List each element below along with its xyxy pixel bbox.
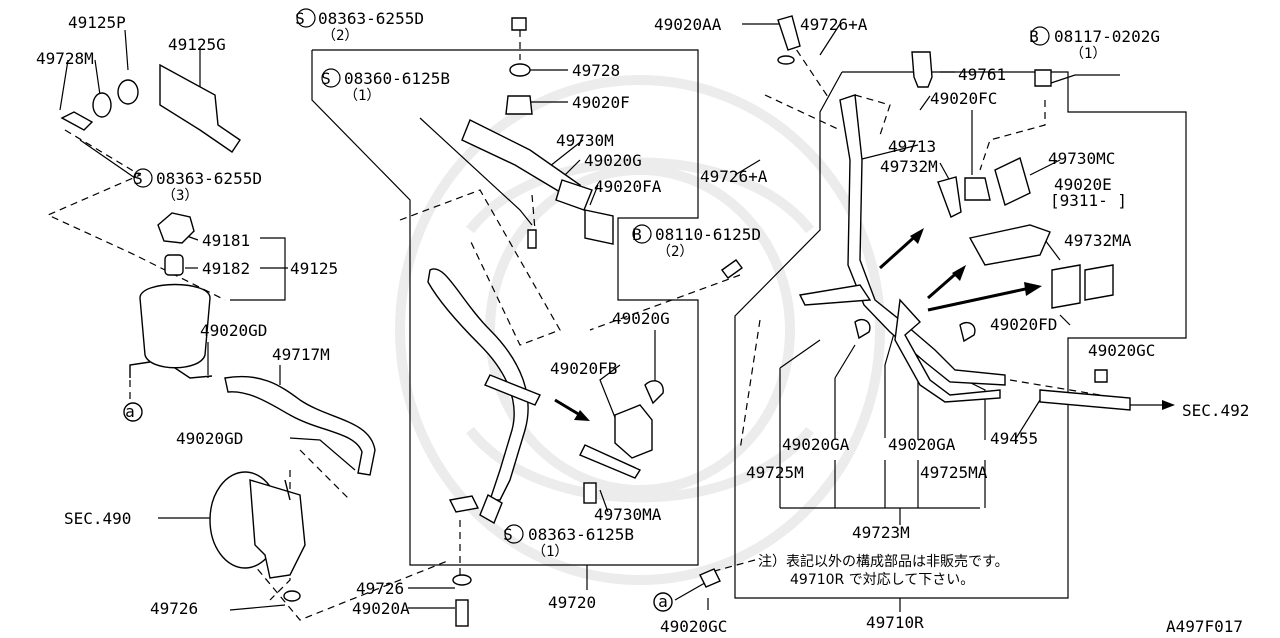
- symbol-s-6125b: S: [321, 69, 331, 88]
- note-line-2: 49710R で対応して下さい。: [790, 572, 974, 588]
- code-08363-6255D-top: 08363-6255D: [318, 9, 424, 28]
- frame-lines: [311, 49, 1187, 599]
- callout-a-left: a: [125, 402, 135, 421]
- label-49020G-b: 49020G: [612, 309, 670, 328]
- qty-6125b: （1）: [344, 88, 380, 104]
- code-08360-6125B: 08360-6125B: [344, 69, 450, 88]
- label-49020GA-b: 49020GA: [888, 435, 956, 454]
- label-49730MC: 49730MC: [1048, 149, 1115, 168]
- dashed-leaders: [46, 30, 1101, 621]
- label-49713: 49713: [888, 137, 936, 156]
- label-49726A-b: 49726+A: [700, 167, 768, 186]
- label-49020AA: 49020AA: [654, 15, 722, 34]
- label-sec492: SEC.492: [1182, 401, 1249, 420]
- label-49726-a: 49726: [150, 599, 198, 618]
- label-49020G-a: 49020G: [584, 151, 642, 170]
- label-49730MA: 49730MA: [594, 505, 662, 524]
- watermark-emblem: [395, 75, 885, 585]
- callout-a-right: a: [658, 592, 668, 611]
- symbol-b-0202g: B: [1029, 27, 1039, 46]
- label-49020F: 49020F: [572, 93, 630, 112]
- symbol-b-6125d: B: [632, 225, 642, 244]
- label-49020FB: 49020FB: [550, 359, 617, 378]
- label-49020A: 49020A: [352, 599, 410, 618]
- label-49710R: 49710R: [866, 613, 924, 632]
- qty-bottom: （1）: [532, 544, 568, 560]
- label-49728: 49728: [572, 61, 620, 80]
- label-49455: 49455: [990, 429, 1038, 448]
- symbol-s-top: S: [295, 9, 305, 28]
- label-49020FA: 49020FA: [594, 177, 662, 196]
- label-49726-b: 49726: [356, 579, 404, 598]
- note-line-1: 注）表記以外の構成部品は非販売です。: [758, 553, 1009, 570]
- label-49020GD-a: 49020GD: [200, 321, 267, 340]
- label-49020GC-a: 49020GC: [1088, 341, 1155, 360]
- label-49181: 49181: [202, 231, 250, 250]
- label-49020GA-a: 49020GA: [782, 435, 850, 454]
- label-49730M: 49730M: [556, 131, 614, 150]
- label-49020FD: 49020FD: [990, 315, 1057, 334]
- code-08363-6125B: 08363-6125B: [528, 525, 634, 544]
- label-49717M: 49717M: [272, 345, 330, 364]
- label-49732MA: 49732MA: [1064, 231, 1132, 250]
- qty-6125d: （2）: [657, 244, 693, 260]
- label-49725MA: 49725MA: [920, 463, 988, 482]
- label-49728M: 49728M: [36, 49, 94, 68]
- label-49020FC: 49020FC: [930, 89, 997, 108]
- circled-symbols: [133, 8, 1050, 544]
- label-49732M: 49732M: [880, 157, 938, 176]
- label-49020GD-b: 49020GD: [176, 429, 243, 448]
- label-49723M: 49723M: [852, 523, 910, 542]
- symbol-s-left: S: [133, 169, 143, 188]
- label-49726A-a: 49726+A: [800, 15, 868, 34]
- label-49761: 49761: [958, 65, 1006, 84]
- code-08363-6255D-left: 08363-6255D: [156, 169, 262, 188]
- direction-arrows: [554, 228, 1175, 421]
- label-49125P: 49125P: [68, 13, 126, 32]
- label-49020E-date: [9311- ]: [1050, 191, 1127, 210]
- qty-0202g: （1）: [1070, 46, 1106, 62]
- qty-top: （2）: [322, 28, 358, 44]
- label-sec490: SEC.490: [64, 509, 131, 528]
- label-49125G: 49125G: [168, 35, 226, 54]
- labels: 49125P 49728M 49125G S 08363-6255D （3） 4…: [36, 9, 1249, 636]
- label-49125: 49125: [290, 259, 338, 278]
- label-49725M: 49725M: [746, 463, 804, 482]
- code-08117-0202G: 08117-0202G: [1054, 27, 1160, 46]
- code-08110-6125D: 08110-6125D: [655, 225, 761, 244]
- label-49720: 49720: [548, 593, 596, 612]
- label-49020GC-b: 49020GC: [660, 617, 727, 636]
- diagram-reference-code: A497F017: [1166, 617, 1243, 636]
- symbol-s-bottom: S: [503, 525, 513, 544]
- part-drawings: [60, 15, 1131, 627]
- qty-left: （3）: [162, 188, 198, 204]
- label-49182: 49182: [202, 259, 250, 278]
- label-49020E: 49020E: [1054, 175, 1112, 194]
